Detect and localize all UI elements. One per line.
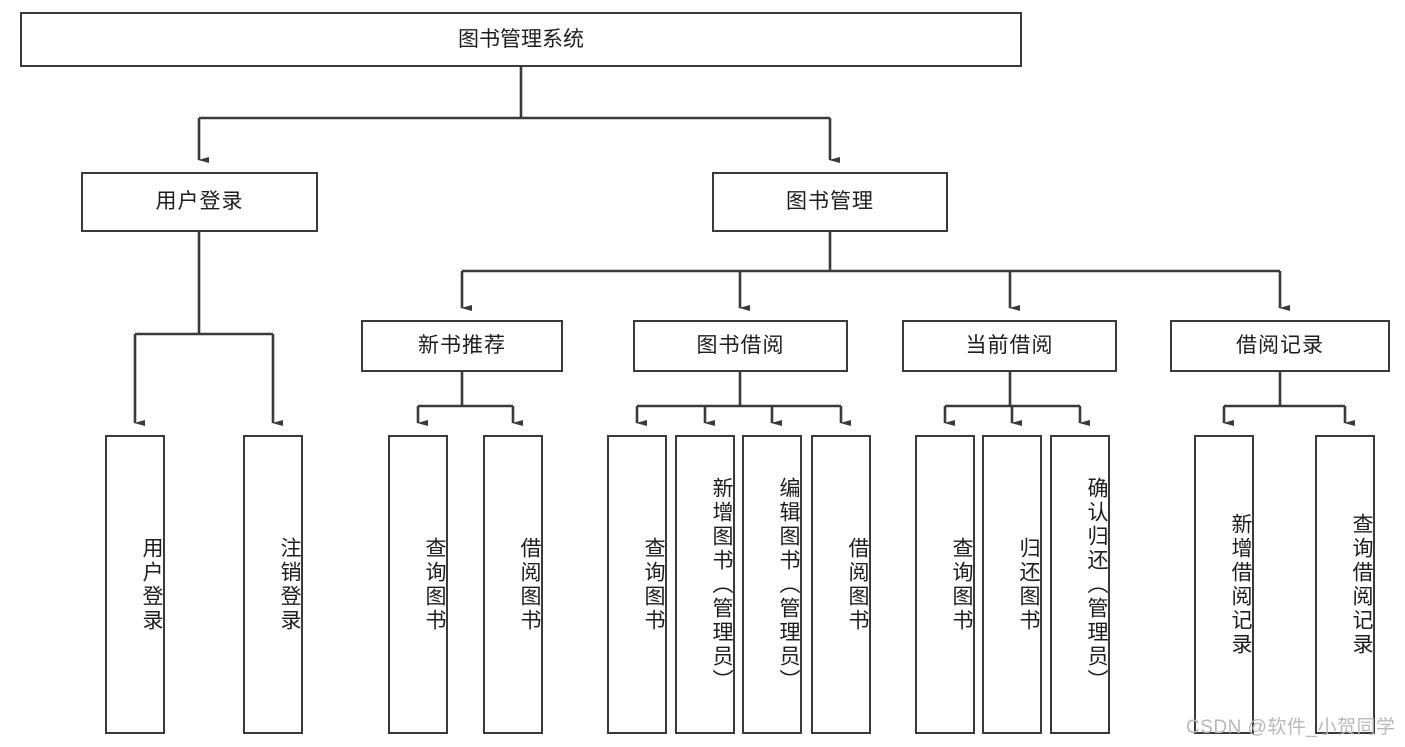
node-leaf-return-book-label: 归还图书: [1017, 536, 1040, 633]
node-root[interactable]: 图书管理系统: [20, 12, 1022, 67]
node-leaf-add-book[interactable]: 新增图书（管理员）: [675, 435, 735, 734]
node-book-borrow[interactable]: 图书借阅: [633, 320, 848, 372]
node-leaf-query-record[interactable]: 查询借阅记录: [1315, 435, 1375, 734]
node-leaf-return-book[interactable]: 归还图书: [982, 435, 1042, 734]
node-leaf-borrow-book-1-label: 借阅图书: [518, 536, 541, 633]
node-root-label: 图书管理系统: [458, 27, 584, 51]
node-leaf-user-login-label: 用户登录: [140, 536, 163, 633]
node-leaf-add-record-label: 新增借阅记录: [1229, 512, 1252, 657]
node-leaf-query-book-2-label: 查询图书: [642, 536, 665, 633]
node-leaf-query-book-3[interactable]: 查询图书: [915, 435, 975, 734]
node-borrow-record[interactable]: 借阅记录: [1170, 320, 1390, 372]
node-leaf-logout[interactable]: 注销登录: [243, 435, 303, 734]
node-current-borrow[interactable]: 当前借阅: [902, 320, 1117, 372]
node-borrow-record-label: 借阅记录: [1236, 334, 1324, 358]
node-user-login[interactable]: 用户登录: [81, 172, 318, 232]
node-current-borrow-label: 当前借阅: [965, 334, 1054, 358]
node-leaf-confirm-return-label: 确认归还（管理员）: [1085, 476, 1108, 693]
node-leaf-confirm-return[interactable]: 确认归还（管理员）: [1050, 435, 1110, 734]
node-new-book-recommend-label: 新书推荐: [418, 334, 506, 358]
node-leaf-borrow-book-2-label: 借阅图书: [846, 536, 869, 633]
node-leaf-query-book-1-label: 查询图书: [423, 536, 446, 633]
node-leaf-user-login[interactable]: 用户登录: [105, 435, 165, 734]
node-leaf-edit-book[interactable]: 编辑图书（管理员）: [742, 435, 802, 734]
node-user-login-label: 用户登录: [155, 190, 244, 214]
node-leaf-borrow-book-1[interactable]: 借阅图书: [483, 435, 543, 734]
watermark: CSDN @软件_小贺同学: [1186, 717, 1396, 738]
node-new-book-recommend[interactable]: 新书推荐: [361, 320, 563, 372]
node-leaf-query-book-1[interactable]: 查询图书: [388, 435, 448, 734]
node-leaf-borrow-book-2[interactable]: 借阅图书: [811, 435, 871, 734]
node-leaf-add-book-label: 新增图书（管理员）: [710, 476, 733, 693]
node-book-management-label: 图书管理: [786, 190, 874, 214]
node-book-management[interactable]: 图书管理: [712, 172, 948, 232]
node-leaf-logout-label: 注销登录: [278, 536, 301, 633]
node-book-borrow-label: 图书借阅: [696, 334, 785, 358]
node-leaf-add-record[interactable]: 新增借阅记录: [1194, 435, 1254, 734]
node-leaf-query-book-3-label: 查询图书: [950, 536, 973, 633]
node-leaf-query-book-2[interactable]: 查询图书: [607, 435, 667, 734]
node-leaf-query-record-label: 查询借阅记录: [1350, 512, 1373, 657]
node-leaf-edit-book-label: 编辑图书（管理员）: [777, 476, 800, 693]
